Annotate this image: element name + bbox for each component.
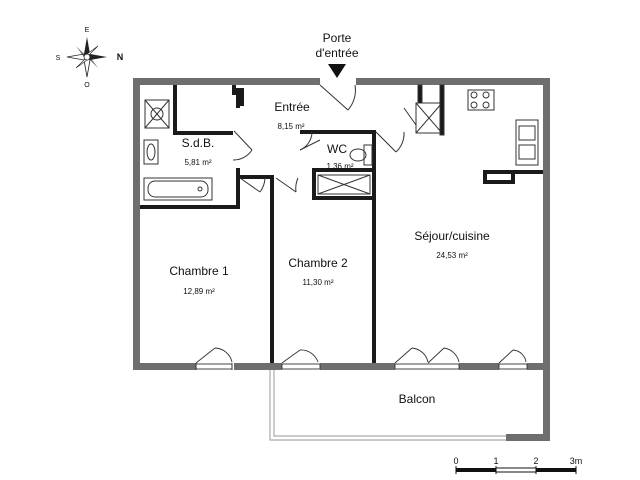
- room-name-wc: WC: [327, 142, 347, 156]
- interior-walls: [140, 85, 543, 363]
- room-name-entree: Entrée: [274, 100, 310, 114]
- room-name-balcon: Balcon: [399, 392, 436, 406]
- scale-tick-1: 1: [493, 456, 498, 466]
- room-area-entree: 8,15 m²: [277, 122, 304, 131]
- room-name-sejour: Séjour/cuisine: [414, 229, 490, 243]
- compass-icon: N S E O: [56, 27, 124, 89]
- front-door: [319, 84, 356, 111]
- room-area-chambre2: 11,30 m²: [303, 278, 334, 287]
- compass-n: N: [117, 52, 124, 62]
- scale-tick-2: 2: [533, 456, 538, 466]
- compass-e: E: [85, 27, 90, 34]
- room-area-chambre1: 12,89 m²: [183, 287, 215, 296]
- kitchen-fixtures: [467, 89, 539, 166]
- scale-bar: 0 1 2 3m: [453, 456, 582, 474]
- balcony-windows: [195, 347, 528, 370]
- balcony-outline: [269, 370, 510, 441]
- outer-walls: [133, 78, 550, 441]
- room-area-sdb: 5,81 m²: [184, 158, 211, 167]
- room-area-sejour: 24,53 m²: [436, 251, 468, 260]
- balcony-wall-end: [506, 434, 550, 441]
- room-name-chambre2: Chambre 2: [288, 256, 348, 270]
- scale-tick-0: 0: [453, 456, 458, 466]
- entrance-label-line2: d'entrée: [316, 46, 359, 60]
- cupboards: [317, 84, 445, 195]
- toilet-fixture: [349, 144, 373, 166]
- interior-doors: [232, 107, 417, 193]
- bathroom-fixtures: [143, 99, 213, 201]
- room-name-sdb: S.d.B.: [182, 136, 215, 150]
- entrance-label-line1: Porte: [323, 31, 352, 45]
- entrance-arrow-icon: [328, 64, 346, 78]
- room-area-wc: 1,36 m²: [326, 162, 353, 171]
- compass-s: S: [56, 55, 61, 62]
- compass-o: O: [84, 82, 90, 89]
- room-name-chambre1: Chambre 1: [169, 264, 229, 278]
- scale-tick-3: 3m: [570, 456, 583, 466]
